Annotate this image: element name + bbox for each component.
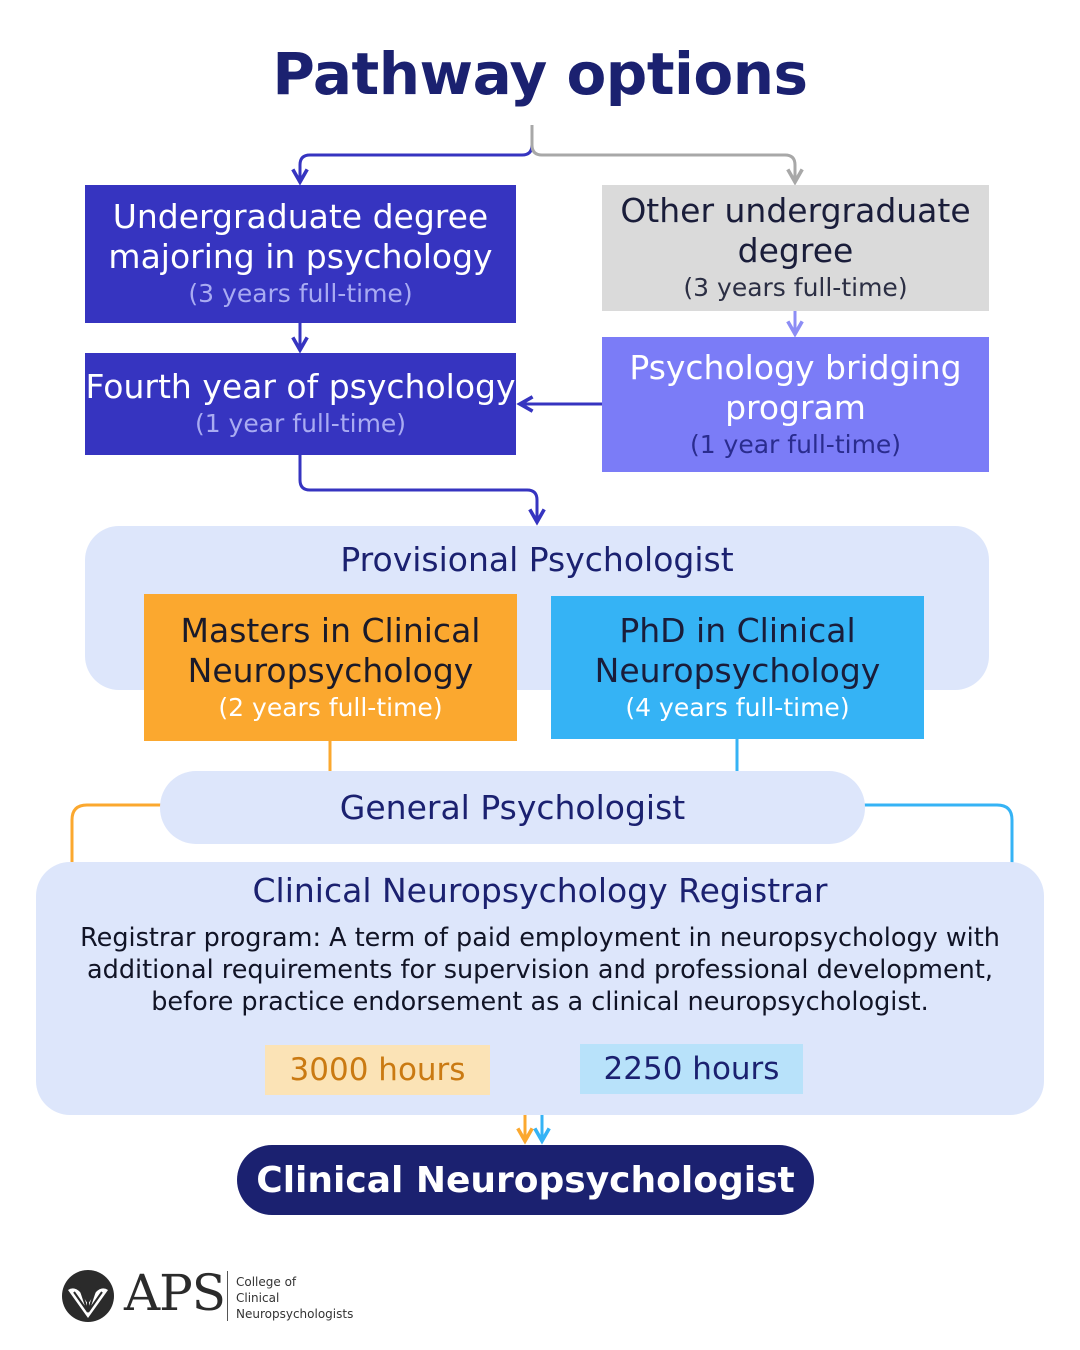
provisional-label: Provisional Psychologist <box>340 540 734 579</box>
logo-sub-line2: Clinical <box>236 1291 280 1305</box>
undergrad-duration: (3 years full-time) <box>188 279 413 308</box>
final-outcome-pill: Clinical Neuropsychologist <box>237 1145 814 1215</box>
registrar-desc-line1: Registrar program: A term of paid employ… <box>80 923 1000 953</box>
undergrad-psychology-box: Undergraduate degree majoring in psychol… <box>85 185 516 323</box>
page-title: Pathway options <box>272 40 808 108</box>
hours-phd-badge: 2250 hours <box>580 1044 803 1094</box>
registrar-desc-line2: additional requirements for supervision … <box>87 955 993 985</box>
logo-sub-line1: College of <box>236 1275 297 1289</box>
arrow-fourth-to-provisional <box>298 455 546 526</box>
phd-line1: PhD in Clinical <box>619 610 856 650</box>
hours-masters-badge: 3000 hours <box>265 1045 490 1095</box>
other-undergrad-line1: Other undergraduate <box>620 191 971 230</box>
bridging-program-box: Psychology bridging program (1 year full… <box>602 337 989 472</box>
undergrad-line1: Undergraduate degree <box>112 197 489 236</box>
general-label: General Psychologist <box>339 788 686 827</box>
other-undergrad-duration: (3 years full-time) <box>683 273 908 302</box>
fourth-year-duration: (1 year full-time) <box>194 409 407 438</box>
fourth-year-line1: Fourth year of psychology <box>85 367 516 406</box>
logo-divider <box>227 1271 228 1321</box>
registrar-desc-line3: before practice endorsement as a clinica… <box>151 987 929 1017</box>
phd-box: PhD in Clinical Neuropsychology (4 years… <box>551 596 924 739</box>
masters-line1: Masters in Clinical <box>180 610 481 650</box>
logo-subtitle: College of Clinical Neuropsychologists <box>236 1274 353 1322</box>
masters-duration: (2 years full-time) <box>218 692 443 722</box>
aps-leaf-icon <box>62 1270 114 1322</box>
fourth-year-box: Fourth year of psychology (1 year full-t… <box>85 353 516 455</box>
registrar-band <box>36 862 1044 1115</box>
bridging-duration: (1 year full-time) <box>689 429 902 459</box>
logo-sub-line3: Neuropsychologists <box>236 1307 354 1321</box>
masters-line2: Neuropsychology <box>187 650 474 690</box>
aps-logo-text: APS <box>124 1264 226 1322</box>
masters-box: Masters in Clinical Neuropsychology (2 y… <box>144 594 517 741</box>
other-undergrad-line2: degree <box>737 231 854 270</box>
bridging-line2: program <box>725 387 866 427</box>
phd-line2: Neuropsychology <box>594 650 881 690</box>
registrar-description: Registrar program: A term of paid employ… <box>70 922 1010 1018</box>
arrow-title-to-undergrad <box>291 125 534 186</box>
undergrad-line2: majoring in psychology <box>108 237 493 276</box>
registrar-label: Clinical Neuropsychology Registrar <box>252 871 828 910</box>
arrow-title-to-other <box>530 125 804 186</box>
other-undergrad-box: Other undergraduate degree (3 years full… <box>602 185 989 311</box>
general-band <box>160 771 865 844</box>
phd-duration: (4 years full-time) <box>625 692 850 722</box>
bridging-line1: Psychology bridging <box>629 347 962 387</box>
